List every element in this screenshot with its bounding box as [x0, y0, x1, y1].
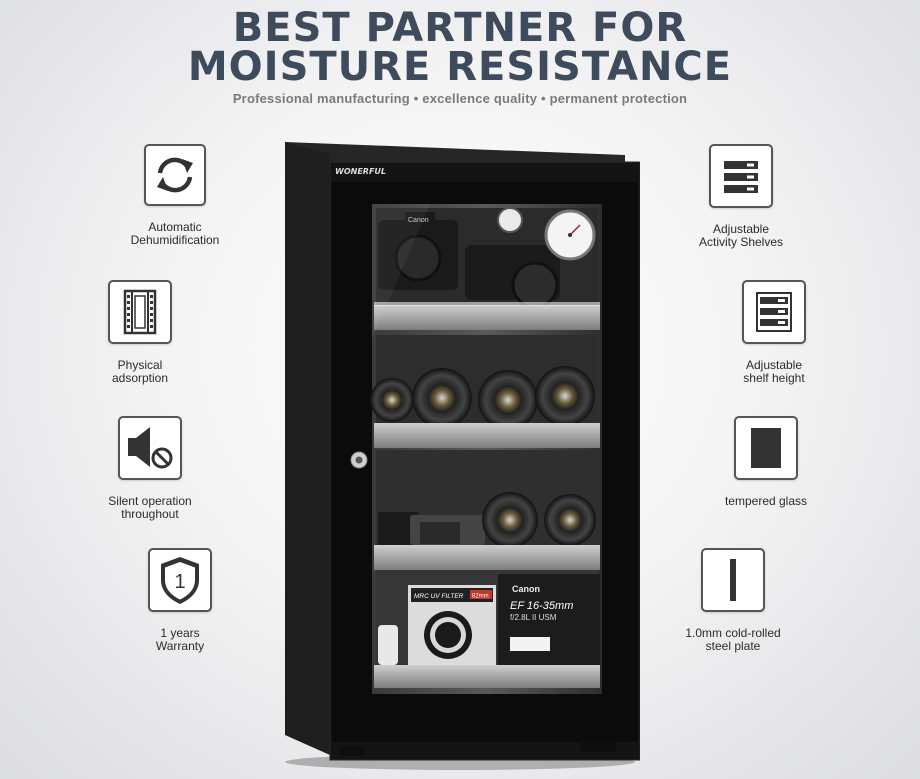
- feature-label-line1: Adjustable: [745, 358, 803, 372]
- speaker-mute-icon: [118, 416, 182, 480]
- title-line-1: BEST PARTNER FOR: [232, 5, 688, 51]
- refresh-arrows-icon: [144, 144, 206, 206]
- title-line-2: MOISTURE RESISTANCE: [187, 44, 733, 90]
- feature-label-line1: 1.0mm cold-rolled: [685, 626, 781, 640]
- lens-row: [370, 366, 595, 430]
- feature-label-line1: Silent operation: [108, 494, 192, 508]
- feature-label-line2: Dehumidification: [130, 233, 220, 247]
- feature-label-line2: steel plate: [705, 639, 761, 653]
- feature-label-line2: Warranty: [155, 639, 205, 653]
- glass-panel-icon: [734, 416, 798, 480]
- shield-one-icon: 1: [148, 548, 212, 612]
- svg-text:1: 1: [174, 571, 185, 593]
- camera-brand: Canon: [408, 217, 429, 224]
- subtitle: Professional manufacturing • excellence …: [232, 91, 688, 106]
- lens-box-spec: f/2.8L II USM: [510, 613, 557, 622]
- feature-tempered-glass: tempered glass: [676, 416, 856, 508]
- lens-box-brand: Canon: [512, 584, 540, 594]
- shelf-height-icon: [742, 280, 806, 344]
- feature-label-line2: shelf height: [743, 371, 805, 385]
- feature-label-line2: adsorption: [111, 371, 169, 385]
- feature-label-line1: tempered glass: [724, 494, 808, 508]
- filter-label: MRC UV FILTER: [414, 593, 464, 600]
- feature-label-line2: throughout: [121, 507, 179, 521]
- feature-label-line1: 1 years: [160, 626, 200, 640]
- filter-size: 82mm: [472, 594, 489, 600]
- shelves-icon: [709, 144, 773, 208]
- dry-cabinet-image: WONERFUL Canon MRC UV FILTER 82mm Can: [285, 142, 640, 770]
- cabinet-brand: WONERFUL: [335, 167, 386, 176]
- feature-label-line1: Automatic: [148, 220, 202, 234]
- feature-label-line1: Adjustable: [712, 222, 770, 236]
- feature-label-line1: Physical: [117, 358, 163, 372]
- film-strip-icon: [108, 280, 172, 344]
- feature-label-line2: Activity Shelves: [698, 235, 784, 249]
- lens-box-model: EF 16-35mm: [510, 600, 573, 612]
- steel-plate-icon: [701, 548, 765, 612]
